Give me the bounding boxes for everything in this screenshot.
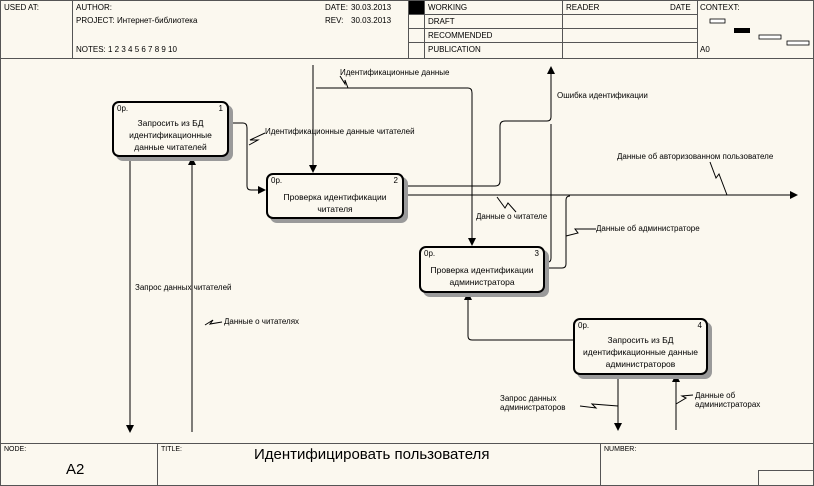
label-admins-data-2: администраторах xyxy=(695,400,761,409)
number-label: NUMBER: xyxy=(604,446,637,453)
project-name: Интернет-библиотека xyxy=(117,16,198,25)
arrow-id-data-to-box3 xyxy=(316,87,476,246)
activity-box-2[interactable]: 0р. 2 Проверка идентификации читателя xyxy=(266,173,404,219)
label-readers-data: Данные о читателях xyxy=(224,317,300,326)
squiggle xyxy=(204,319,223,326)
label-reader-data: Данные о читателе xyxy=(476,212,548,221)
rev-label: REV: xyxy=(325,16,344,25)
activity-box-3[interactable]: 0р. 3 Проверка идентификации администрат… xyxy=(419,246,545,293)
status-working: WORKING xyxy=(428,3,468,12)
status-publication: PUBLICATION xyxy=(428,45,481,54)
page-number-box xyxy=(758,470,813,485)
context-label: CONTEXT: xyxy=(700,3,740,12)
title-label: TITLE: xyxy=(161,446,183,453)
squiggle xyxy=(565,228,596,237)
activity-number: 2 xyxy=(393,176,398,185)
working-status-marker xyxy=(409,1,424,14)
arrow-box4-to-box3 xyxy=(464,292,573,341)
label-reader-id-data: Идентификационные данные читателей xyxy=(265,127,415,136)
notes: NOTES: 1 2 3 4 5 6 7 8 9 10 xyxy=(76,45,177,54)
label-admins-request-1: Запрос данных xyxy=(500,394,557,403)
activity-number: 4 xyxy=(697,321,702,330)
label-admins-request-2: администраторов xyxy=(500,403,566,412)
squiggle xyxy=(339,75,349,89)
label-auth-user-data: Данные об авторизованном пользователе xyxy=(617,152,774,161)
label-id-error: Ошибка идентификации xyxy=(557,91,648,100)
status-draft: DRAFT xyxy=(428,17,455,26)
used-at-label: USED AT: xyxy=(4,3,39,12)
activity-number: 3 xyxy=(534,249,539,258)
activity-cost: 0р. xyxy=(117,104,129,113)
activity-name: Проверка идентификации администратора xyxy=(430,265,534,287)
activity-name: Запросить из БД идентификационные данные… xyxy=(129,118,212,152)
activity-name: Проверка идентификации читателя xyxy=(283,192,387,214)
diagram-title: Идентифицировать пользователя xyxy=(254,446,490,463)
activity-box-1[interactable]: 0р. 1 Запросить из БД идентификационные … xyxy=(112,101,229,157)
squiggle xyxy=(709,161,728,196)
reader-label: READER xyxy=(566,3,600,12)
arrow-box3-error xyxy=(545,124,552,263)
status-recommended: RECOMMENDED xyxy=(428,31,493,40)
reader-date-label: DATE xyxy=(670,3,691,12)
label-readers-request: Запрос данных читателей xyxy=(135,283,232,292)
squiggle xyxy=(496,196,517,213)
activity-number: 1 xyxy=(218,104,223,113)
author-label: AUTHOR: xyxy=(76,3,112,12)
label-admins-data-1: Данные об xyxy=(695,391,736,400)
context-thumbnail xyxy=(709,18,810,46)
squiggle xyxy=(248,132,266,146)
activity-name: Запросить из БД идентификационные данные… xyxy=(583,335,698,369)
date-value: 30.03.2013 xyxy=(351,3,392,12)
label-admin-data: Данные об администраторе xyxy=(596,224,700,233)
node-label: NODE: xyxy=(4,446,27,453)
context-node: A0 xyxy=(700,45,710,54)
squiggle xyxy=(579,403,619,409)
squiggle xyxy=(675,394,694,405)
node-value: A2 xyxy=(66,461,85,478)
project-label: PROJECT: xyxy=(76,16,115,25)
arrow-box3-auth-output xyxy=(545,195,571,269)
activity-cost: 0р. xyxy=(578,321,590,330)
activity-cost: 0р. xyxy=(271,176,283,185)
date-label: DATE: xyxy=(325,3,348,12)
arrow-box1-to-box2 xyxy=(230,122,266,194)
arrow-box2-error xyxy=(404,66,555,187)
activity-cost: 0р. xyxy=(424,249,436,258)
activity-box-4[interactable]: 0р. 4 Запросить из БД идентификационные … xyxy=(573,318,708,375)
label-id-data: Идентификационные данные xyxy=(340,68,450,77)
rev-value: 30.03.2013 xyxy=(351,16,392,25)
